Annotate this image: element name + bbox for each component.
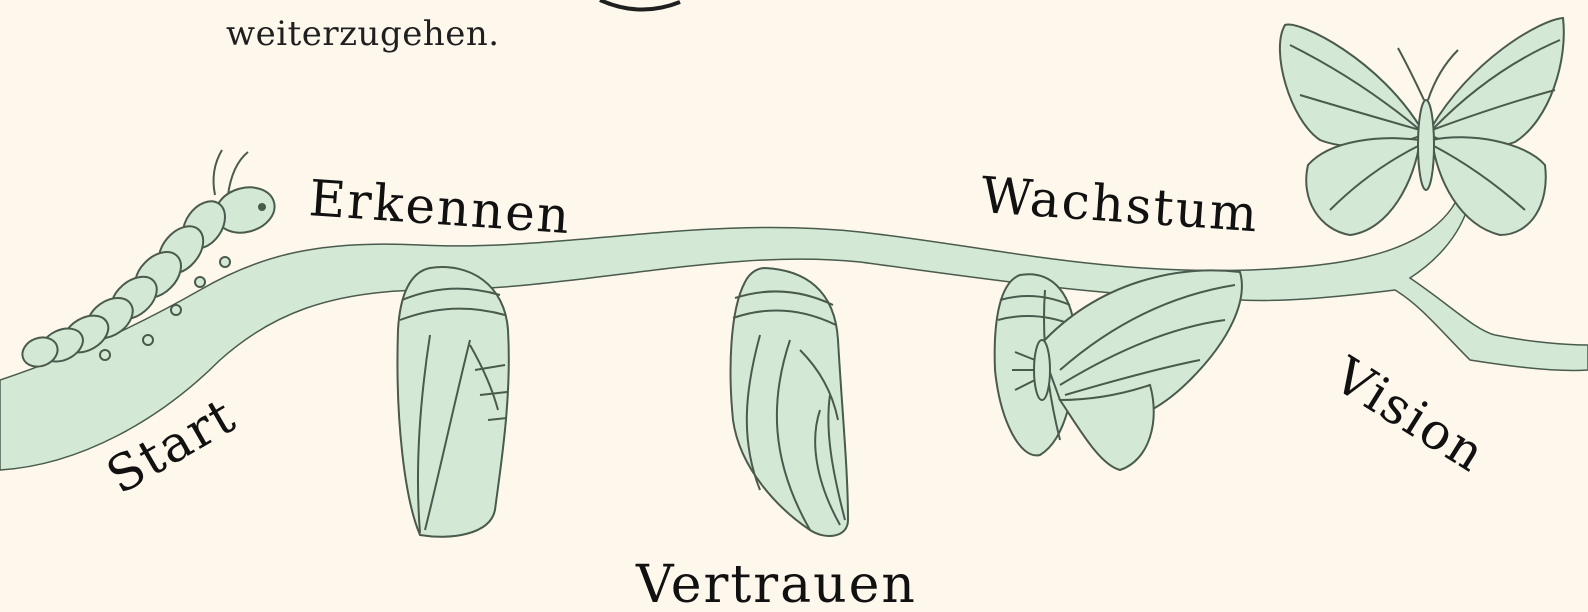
- stage-label-wachstum: Wachstum: [979, 166, 1261, 243]
- truncated-text-fragment: [600, 0, 680, 10]
- stage-label-vision: Vision: [1323, 345, 1496, 483]
- emerging-butterfly-icon: [995, 270, 1242, 470]
- stage-label-vertrauen: Vertrauen: [635, 555, 917, 612]
- chrysalis-icon: [731, 268, 848, 536]
- stage-label-erkennen: Erkennen: [307, 169, 573, 245]
- butterfly-icon: [1280, 18, 1564, 235]
- chrysalis-icon: [397, 267, 508, 537]
